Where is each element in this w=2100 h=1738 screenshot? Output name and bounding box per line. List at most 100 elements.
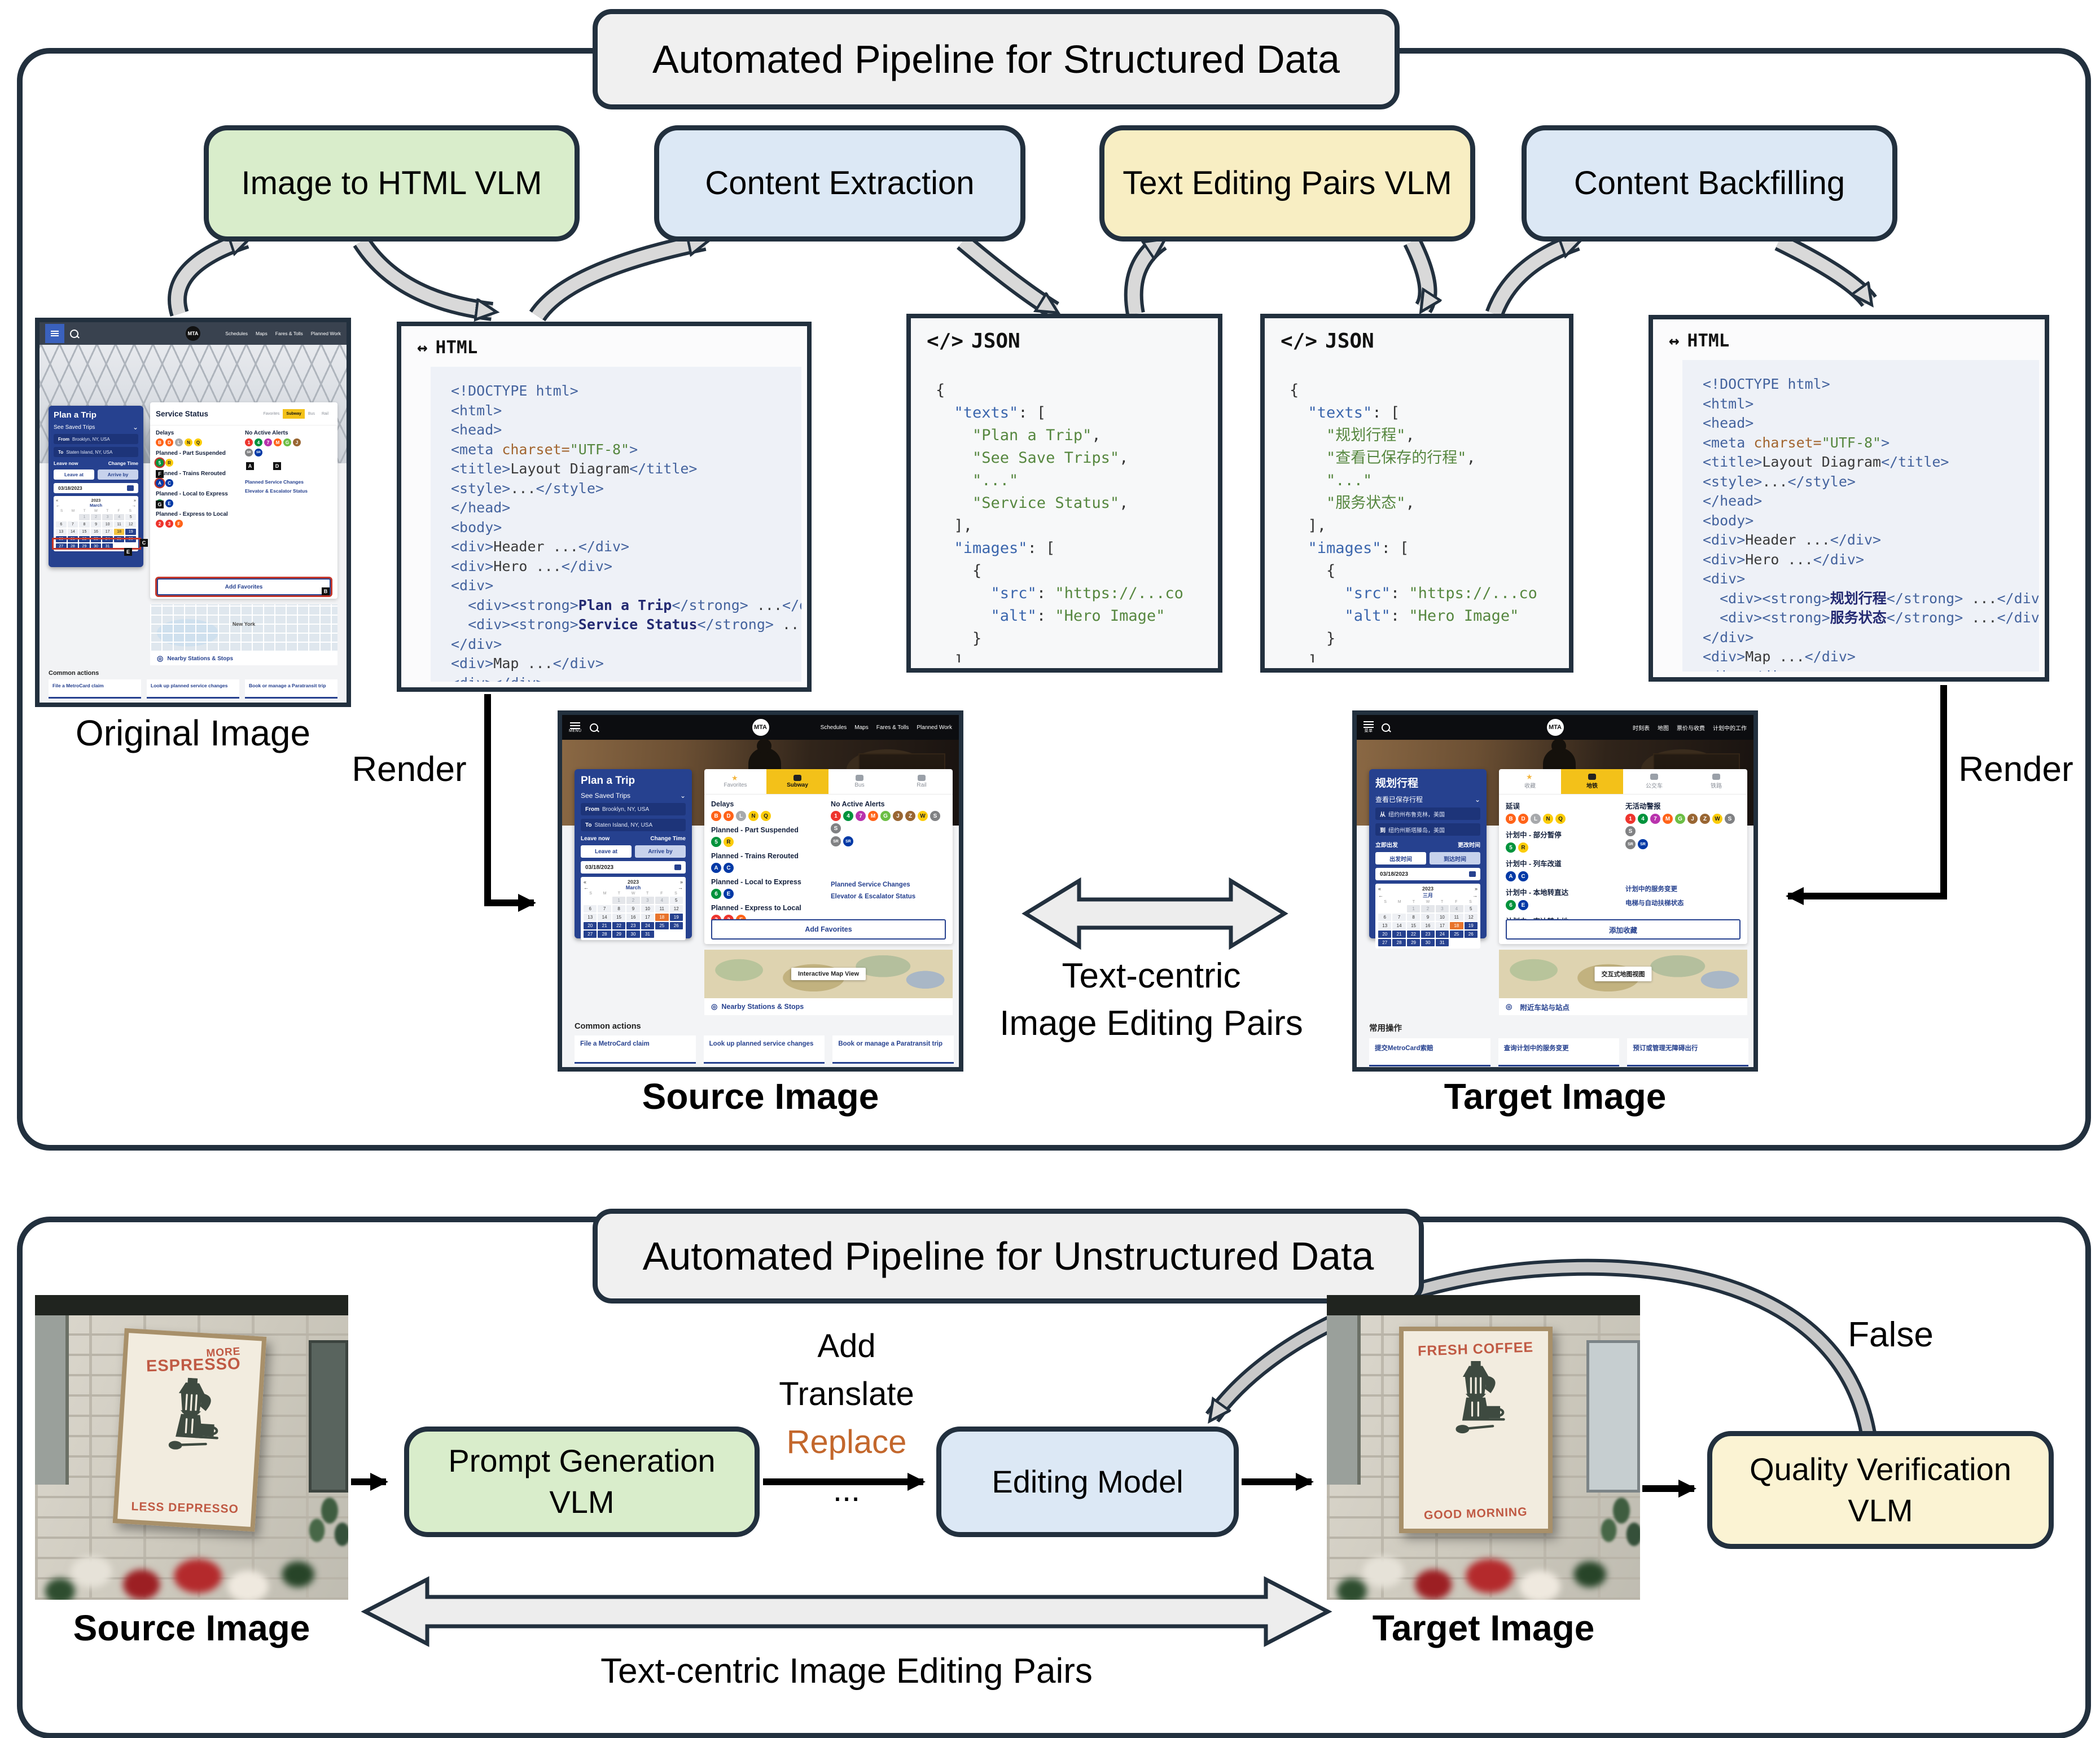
search-icon[interactable] [70, 329, 78, 338]
prev-year-icon[interactable]: « [56, 498, 59, 503]
planned-service-changes-link[interactable]: Planned Service Changes [245, 479, 304, 485]
action-card[interactable]: File a MetroCard claim [575, 1035, 696, 1064]
action-card[interactable]: 查询计划中的服务变更 [1498, 1038, 1620, 1066]
nearby-stations-row[interactable]: ◎附近车站与站点 [1499, 998, 1747, 1015]
tab-subway[interactable]: Subway [766, 769, 828, 794]
action-card[interactable]: 预订或管理无障碍出行 [1627, 1038, 1748, 1066]
tab-bus[interactable]: Bus [308, 411, 315, 416]
see-saved-trips[interactable]: See Saved Trips⌄ [581, 792, 686, 800]
nearby-stations-row[interactable]: ◎Nearby Stations & Stops [704, 998, 953, 1015]
elevator-escalator-link[interactable]: Elevator & Escalator Status [245, 488, 308, 494]
next-month-icon[interactable]: → [131, 503, 137, 508]
arrive-by-button[interactable]: Arrive by [635, 845, 686, 858]
tab-bus[interactable]: Bus [828, 769, 891, 794]
code-line: <!DOCTYPE html> [451, 383, 578, 399]
add-favorites-button[interactable]: Add Favorites [711, 919, 946, 940]
next-year-icon[interactable]: » [133, 498, 136, 503]
map-preview[interactable]: 交互式地图视图 [1499, 950, 1747, 998]
from-field[interactable]: 从纽约州布鲁克林，美国 [1375, 807, 1480, 820]
calendar-cell: 22 [612, 922, 626, 929]
status-links[interactable]: 计划中的服务变更 电梯与自动扶梯状态 [1625, 884, 1740, 907]
leave-at-button[interactable]: Leave at [581, 845, 632, 858]
action-card[interactable]: Book or manage a Paratransit trip [832, 1035, 954, 1064]
calendar-cell: 16 [1421, 922, 1435, 929]
code-line: <div>Map ...</div> [1703, 648, 1856, 665]
action-card[interactable]: Look up planned service changes [703, 1035, 825, 1064]
menu-icon[interactable]: 菜单 [1364, 721, 1374, 734]
list-item: T [1412, 900, 1415, 904]
tab-bus[interactable]: 公交车 [1623, 769, 1685, 794]
nearby-stations-row[interactable]: ◎Nearby Stations & Stops [150, 652, 337, 665]
subway-line-badge: S [930, 811, 940, 821]
map-label: New York [232, 621, 256, 627]
leave-now-row[interactable]: 立即出发更改时间 [1375, 842, 1480, 849]
subway-line-badge: 4 [1638, 814, 1648, 824]
tab-favorites[interactable]: ★Favorites [724, 774, 747, 788]
unstructured-section-title: Automated Pipeline for Unstructured Data [593, 1209, 1424, 1304]
tab-subway[interactable]: Subway [283, 409, 305, 419]
tab-rail[interactable]: Rail [891, 769, 953, 794]
status-links[interactable]: Planned Service Changes Elevator & Escal… [831, 881, 946, 900]
date-input[interactable]: 03/18/2023 [54, 483, 138, 493]
status-tabs[interactable]: ★Favorites Subway Bus Rail [704, 769, 953, 795]
status-links[interactable]: Planned Service Changes Elevator & Escal… [245, 479, 332, 494]
date-input[interactable]: 03/18/2023 [1375, 868, 1480, 880]
arrive-by-button[interactable]: 到达时间 [1430, 852, 1480, 864]
map-preview[interactable]: Interactive Map View [704, 950, 953, 998]
action-card[interactable]: 提交MetroCard索赔 [1369, 1038, 1490, 1066]
status-tabs[interactable]: ★收藏 地铁 公交车 铁路 [1499, 769, 1747, 795]
tab-favorites[interactable]: Favorites [263, 411, 280, 416]
resize-icon: ↔ [1669, 331, 1680, 351]
action-card[interactable]: Look up planned service changes [147, 679, 239, 699]
planned-service-changes-link[interactable]: 计划中的服务变更 [1625, 886, 1677, 893]
leave-at-button[interactable]: 出发时间 [1375, 852, 1426, 864]
search-icon[interactable] [589, 723, 598, 732]
interactive-map-button[interactable]: Interactive Map View [791, 968, 866, 980]
to-field[interactable]: 到纽约州斯塔滕岛，美国 [1375, 823, 1480, 836]
menu-icon[interactable] [45, 324, 64, 343]
interactive-map-button[interactable]: 交互式地图视图 [1594, 967, 1652, 981]
see-saved-trips[interactable]: See Saved Trips⌄ [54, 423, 138, 431]
elevator-escalator-link[interactable]: Elevator & Escalator Status [831, 893, 916, 900]
calendar-cell: 10 [102, 521, 113, 528]
list-item: T [646, 892, 649, 896]
subway-line-badge: D [165, 438, 173, 446]
prev-month-icon[interactable]: ← [56, 503, 60, 508]
status-tabs[interactable]: Favorites Subway Bus Rail [260, 409, 332, 419]
menu-icon[interactable]: MENU [569, 722, 582, 733]
add-favorites-button[interactable]: 添加收藏 [1506, 919, 1740, 940]
op-translate: Translate [779, 1376, 914, 1412]
leave-at-button[interactable]: Leave at [54, 469, 94, 480]
search-icon[interactable] [1382, 723, 1390, 732]
tab-rail[interactable]: Rail [321, 411, 328, 416]
source-image-caption: Source Image [642, 1076, 879, 1117]
date-input[interactable]: 03/18/2023 [581, 861, 686, 874]
action-card[interactable]: Book or manage a Paratransit trip [245, 679, 337, 699]
add-favorites-button[interactable]: Add Favorites [157, 578, 331, 595]
subway-line-badge: N [185, 438, 192, 446]
arrive-by-button[interactable]: Arrive by [98, 469, 138, 480]
action-card[interactable]: File a MetroCard claim [49, 679, 141, 699]
tab-rail[interactable]: 铁路 [1685, 769, 1747, 794]
tab-subway[interactable]: 地铁 [1561, 769, 1623, 794]
header-nav[interactable]: 时刻表地图票价与收费计划中的工作 [1633, 723, 1747, 732]
code-line: </div> [451, 635, 502, 652]
planned-service-changes-link[interactable]: Planned Service Changes [831, 881, 910, 888]
map-preview[interactable]: New York [150, 604, 337, 652]
tab-favorites[interactable]: ★收藏 [1524, 773, 1536, 789]
elevator-escalator-link[interactable]: 电梯与自动扶梯状态 [1625, 900, 1684, 907]
see-saved-trips[interactable]: 查看已保存行程⌄ [1375, 795, 1480, 804]
